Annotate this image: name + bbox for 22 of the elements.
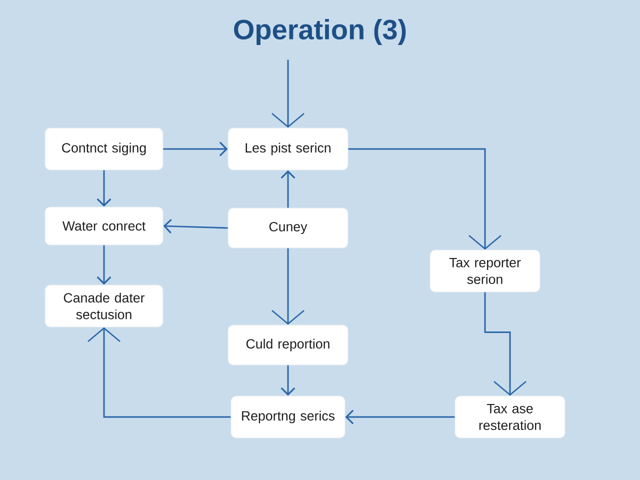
arrow: [88, 327, 231, 418]
process-box: Cuney: [228, 208, 348, 248]
arrow: [96, 245, 112, 285]
process-box: Contnct siging: [44, 128, 164, 170]
arrow: [96, 170, 112, 207]
arrow: [163, 219, 228, 234]
arrow: [272, 60, 304, 128]
arrow: [272, 248, 304, 325]
process-box: Reportng serics: [230, 396, 346, 438]
arrow: [280, 365, 296, 396]
process-box: Water conrect: [44, 206, 164, 246]
process-box: Les pist sericn: [228, 128, 348, 170]
arrow: [163, 142, 228, 156]
process-box: Canade dater sectusion: [44, 284, 164, 328]
process-box: Culd reportion: [228, 324, 348, 366]
process-box: Tax reporter serion: [430, 250, 540, 292]
arrow: [484, 292, 526, 396]
arrow: [348, 148, 502, 250]
process-box: Tax ase resteration: [454, 396, 566, 438]
arrow: [345, 410, 455, 424]
title: Operation (3): [234, 18, 406, 46]
arrow: [280, 170, 296, 208]
